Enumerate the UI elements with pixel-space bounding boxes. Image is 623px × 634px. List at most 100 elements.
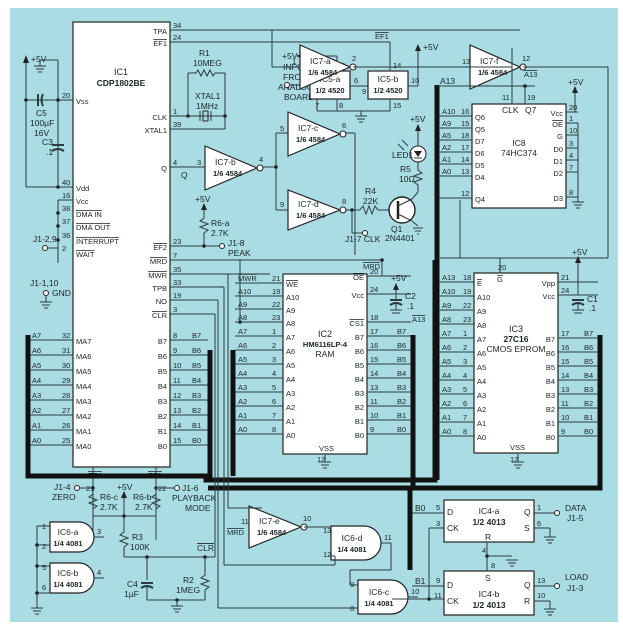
- xtal1-ref: XTAL1: [195, 91, 221, 101]
- ic1-pin-num: 30: [62, 361, 70, 370]
- ic1-pin-num: 3: [173, 305, 177, 314]
- eprom-data-bus: [410, 335, 603, 491]
- ic1-pin-num: 19: [173, 291, 181, 300]
- ic1-pin-num: 25: [62, 436, 70, 445]
- ic8-signal-label: A2: [442, 143, 451, 152]
- ic1-pin-num: 10: [173, 361, 181, 370]
- ic1-pin-name: MA2: [76, 412, 91, 421]
- ic3-signal-label: A2: [442, 399, 451, 408]
- ic8-pin-name: Vcc: [550, 109, 563, 118]
- j1-110-terminal[interactable]: [43, 290, 49, 296]
- ic2-pin-num: 7: [272, 411, 276, 420]
- j1-29-terminal[interactable]: [42, 245, 48, 251]
- ic4b-part: 1/2 4013: [472, 600, 505, 610]
- j1-7-terminal[interactable]: [362, 230, 368, 236]
- ic1-pin-num: 31: [62, 346, 70, 355]
- ic6a-pin-in2: 2: [42, 542, 46, 551]
- ic1-pin-name: Vcc: [76, 197, 89, 206]
- ic1-pin-name: MA7: [76, 337, 91, 346]
- ic1-pin-num: 9: [173, 346, 177, 355]
- ic8-pin11: 11: [502, 93, 510, 102]
- ic2-pin-num: 23: [272, 313, 280, 322]
- inverter-gate-icon: [248, 505, 303, 549]
- ic2-pin-name: A10: [286, 293, 299, 302]
- ic2-body: [282, 273, 368, 455]
- c4-value: 1µF: [124, 589, 139, 599]
- ic8-q7-name: Q7: [525, 105, 537, 115]
- ic3-pin-name: E: [477, 279, 482, 288]
- plus5v-arrow-icon: [121, 491, 127, 498]
- ic3-pin-num: 24: [561, 286, 569, 295]
- clr-label: CLR: [197, 543, 214, 553]
- ic6b-ref: IC6-b: [58, 568, 79, 578]
- c1-value: .1: [589, 303, 596, 313]
- ic2-pin-num: 24: [370, 285, 378, 294]
- ic5b-pin-out: 10: [411, 76, 419, 85]
- ic3-pin-num: 4: [463, 371, 467, 380]
- ic3-pin-num: 8: [463, 427, 467, 436]
- analog-input-terminal[interactable]: [284, 82, 290, 88]
- led1-ref: LED1: [392, 150, 414, 160]
- r4-resistor-icon: [359, 204, 392, 216]
- ic1-pin-num: 11: [173, 376, 181, 385]
- ic8-pin-name: D5: [475, 161, 485, 170]
- ground-icon: [355, 111, 367, 123]
- ic7e-input-signal: MRD: [227, 528, 245, 537]
- ic2-signal-label: B1: [397, 411, 406, 420]
- ic1-pin-num: 15: [173, 436, 181, 445]
- ic3-signal-label: B6: [584, 343, 593, 352]
- ic4b-ck-name: CK: [447, 596, 459, 606]
- ic1-pin-num: 4: [173, 158, 177, 167]
- ic8-pin-num: 7: [569, 163, 573, 172]
- ic1-pin-name: MA5: [76, 367, 91, 376]
- ic3-part: 27C16: [503, 334, 528, 344]
- ic8-ref: IC8: [512, 138, 526, 148]
- ic2-pin-num: 10: [370, 411, 378, 420]
- ic2-plus5v: +5V: [391, 273, 407, 283]
- ic2-pin-name: A3: [286, 389, 295, 398]
- ic1-pin-name: MRD: [150, 257, 168, 266]
- ic2-pin-name: B7: [355, 333, 364, 342]
- ic5b-pin-in: 9: [362, 87, 366, 96]
- ic2-pin-name: A9: [286, 306, 295, 315]
- ic4a-ref: IC4-a: [479, 506, 500, 516]
- ic1-pin-num: 33: [173, 278, 181, 287]
- c2-value: .1: [407, 301, 414, 311]
- ic3-pin-num: 5: [463, 385, 467, 394]
- ic3-body: [473, 272, 559, 454]
- c3-value: .1: [46, 147, 53, 157]
- ic2-signal-label: A7: [238, 327, 247, 336]
- ic3-pin-num: 17: [561, 329, 569, 338]
- address-label: A6: [32, 346, 41, 355]
- ic1-pin-num: 16: [62, 191, 70, 200]
- load-j1-3-terminal[interactable]: [554, 583, 560, 589]
- control-lines: [170, 259, 358, 609]
- ic2-signal-label: A2: [238, 397, 247, 406]
- ic2-signal-label: A0: [238, 425, 247, 434]
- ic2-pin-name: B6: [355, 347, 364, 356]
- ic3-pin-name: A0: [477, 433, 486, 442]
- ic3-pin-num: 18: [463, 273, 471, 282]
- data-j1-5-terminal[interactable]: [554, 510, 560, 516]
- ground-icon: [413, 227, 423, 235]
- ic4a-ck-name: CK: [447, 523, 459, 533]
- ic3-vss-pin: 12: [510, 455, 518, 464]
- ic2-pin-name: B4: [355, 375, 364, 384]
- ic8-body: [471, 103, 567, 209]
- j1-8-terminal[interactable]: [219, 243, 225, 249]
- c3-capacitor-icon: [51, 144, 65, 152]
- ic6a-ref: IC6-a: [58, 527, 79, 537]
- ic3-pin-num: 23: [463, 315, 471, 324]
- j1-4-terminal[interactable]: [74, 485, 80, 491]
- j1-6-terminal[interactable]: [174, 485, 180, 491]
- ic8-pin-name: D4: [475, 173, 485, 182]
- ic2-pin-num: 15: [370, 355, 378, 364]
- address-label: A1: [32, 421, 41, 430]
- b0-label: B0: [415, 503, 426, 513]
- ic7f-ref: IC7-f: [480, 56, 499, 66]
- ic2-pin-num: 6: [272, 397, 276, 406]
- c5-value: 100µF: [30, 118, 54, 128]
- inverter-bubble-icon: [256, 164, 264, 172]
- ic3-pin-name: B3: [546, 391, 555, 400]
